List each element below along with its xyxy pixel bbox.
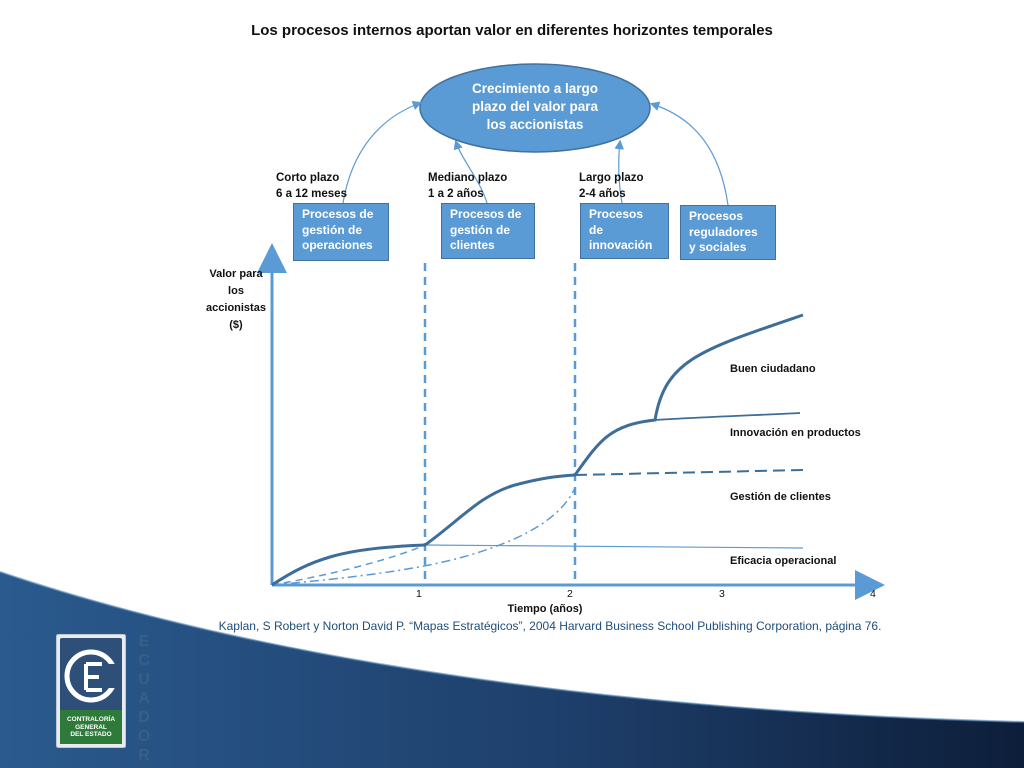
- horizon-medium-range: 1 a 2 años: [428, 188, 484, 200]
- logo-country-letter: U: [138, 671, 150, 688]
- box-procesos-innovacion: Procesos de innovación: [580, 203, 669, 259]
- label-gestion-clientes: Gestión de clientes: [730, 491, 831, 503]
- logo-country-letter: A: [138, 690, 150, 707]
- curve-early-dashed: [271, 544, 426, 586]
- goal-line-1: Crecimiento a largo: [471, 81, 599, 96]
- y-axis-label-line-1: Valor para: [209, 268, 263, 280]
- contraloria-logo-icon: [56, 634, 126, 748]
- curve-clientes-dashdot: [271, 487, 576, 586]
- x-tick-3: 3: [719, 588, 725, 600]
- logo-country-letter: R: [138, 747, 150, 764]
- x-tick-4: 4: [870, 588, 876, 600]
- arrow-reguladores: [649, 101, 729, 206]
- box-innovacion-line-3: innovación: [589, 238, 653, 252]
- slide-title: Los procesos internos aportan valor en d…: [251, 22, 773, 39]
- box-innovacion-line-2: de: [589, 222, 604, 237]
- bottom-banner: [0, 572, 1024, 768]
- curve-innovacion-productos: [654, 412, 801, 421]
- x-tick-2: 2: [567, 588, 573, 600]
- y-axis-label: Valor para los accionistas ($): [200, 266, 272, 334]
- horizon-medium-title: Mediano plazo: [428, 172, 508, 184]
- arrow-clientes: [453, 139, 488, 204]
- logo-country-letter: O: [137, 728, 151, 745]
- curve-main: [271, 313, 804, 587]
- source-citation: Kaplan, S Robert y Norton David P. “Mapa…: [218, 619, 882, 633]
- logo-org-line-3: DEL ESTADO: [70, 731, 112, 738]
- box-reguladores-line-1: Procesos: [689, 209, 744, 223]
- horizon-short-range: 6 a 12 meses: [276, 188, 347, 200]
- box-reguladores-line-3: y sociales: [689, 240, 747, 254]
- curve-eficacia-operacional: [424, 544, 804, 549]
- horizon-long: Largo plazo 2-4 años: [579, 170, 644, 202]
- label-buen-ciudadano: Buen ciudadano: [730, 363, 816, 375]
- horizon-short: Corto plazo 6 a 12 meses: [276, 170, 347, 202]
- x-axis-label: Tiempo (años): [507, 603, 583, 615]
- box-procesos-clientes: Procesos de gestión de clientes: [441, 203, 535, 259]
- y-axis-label-line-3: accionistas: [206, 302, 266, 314]
- label-eficacia-operacional: Eficacia operacional: [730, 555, 837, 567]
- box-clientes-line-3: clientes: [450, 238, 495, 252]
- logo-country-letter: C: [138, 652, 150, 669]
- logo-org-line-1: CONTRALORÍA: [66, 716, 116, 723]
- arrow-innovacion: [614, 139, 624, 204]
- y-axis-label-line-2: los: [228, 285, 244, 297]
- box-operaciones-line-1: Procesos de: [302, 207, 374, 221]
- box-operaciones-line-2: gestión de: [302, 222, 363, 237]
- curve-gestion-clientes: [574, 469, 804, 476]
- box-clientes-line-1: Procesos de: [450, 207, 522, 221]
- y-axis-label-line-4: ($): [229, 319, 243, 331]
- box-operaciones-line-3: operaciones: [302, 238, 373, 252]
- box-innovacion-line-1: Procesos: [589, 207, 644, 221]
- goal-line-3: los accionistas: [486, 117, 584, 132]
- box-clientes-line-2: gestión de: [450, 222, 511, 237]
- horizon-long-range: 2-4 años: [579, 188, 626, 200]
- logo-country-letter: D: [138, 709, 150, 726]
- horizon-medium: Mediano plazo 1 a 2 años: [428, 170, 507, 202]
- logo-org-name: CONTRALORÍA GENERAL DEL ESTADO: [61, 716, 121, 739]
- banner-highlight: [0, 571, 1024, 723]
- x-tick-1: 1: [416, 588, 422, 600]
- goal-text: Crecimiento a largo plazo del valor para…: [440, 80, 630, 134]
- arrow-operaciones: [342, 101, 423, 204]
- logo-country-letter: E: [138, 633, 150, 650]
- horizon-long-title: Largo plazo: [579, 172, 644, 184]
- box-procesos-operaciones: Procesos de gestión de operaciones: [293, 203, 389, 261]
- logo-org-line-2: GENERAL: [75, 723, 107, 731]
- label-innovacion-productos: Innovación en productos: [730, 427, 861, 439]
- box-reguladores-line-2: reguladores: [689, 224, 758, 239]
- goal-line-2: plazo del valor para: [471, 99, 599, 114]
- box-procesos-reguladores: Procesos reguladores y sociales: [680, 205, 776, 260]
- horizon-short-title: Corto plazo: [276, 172, 340, 184]
